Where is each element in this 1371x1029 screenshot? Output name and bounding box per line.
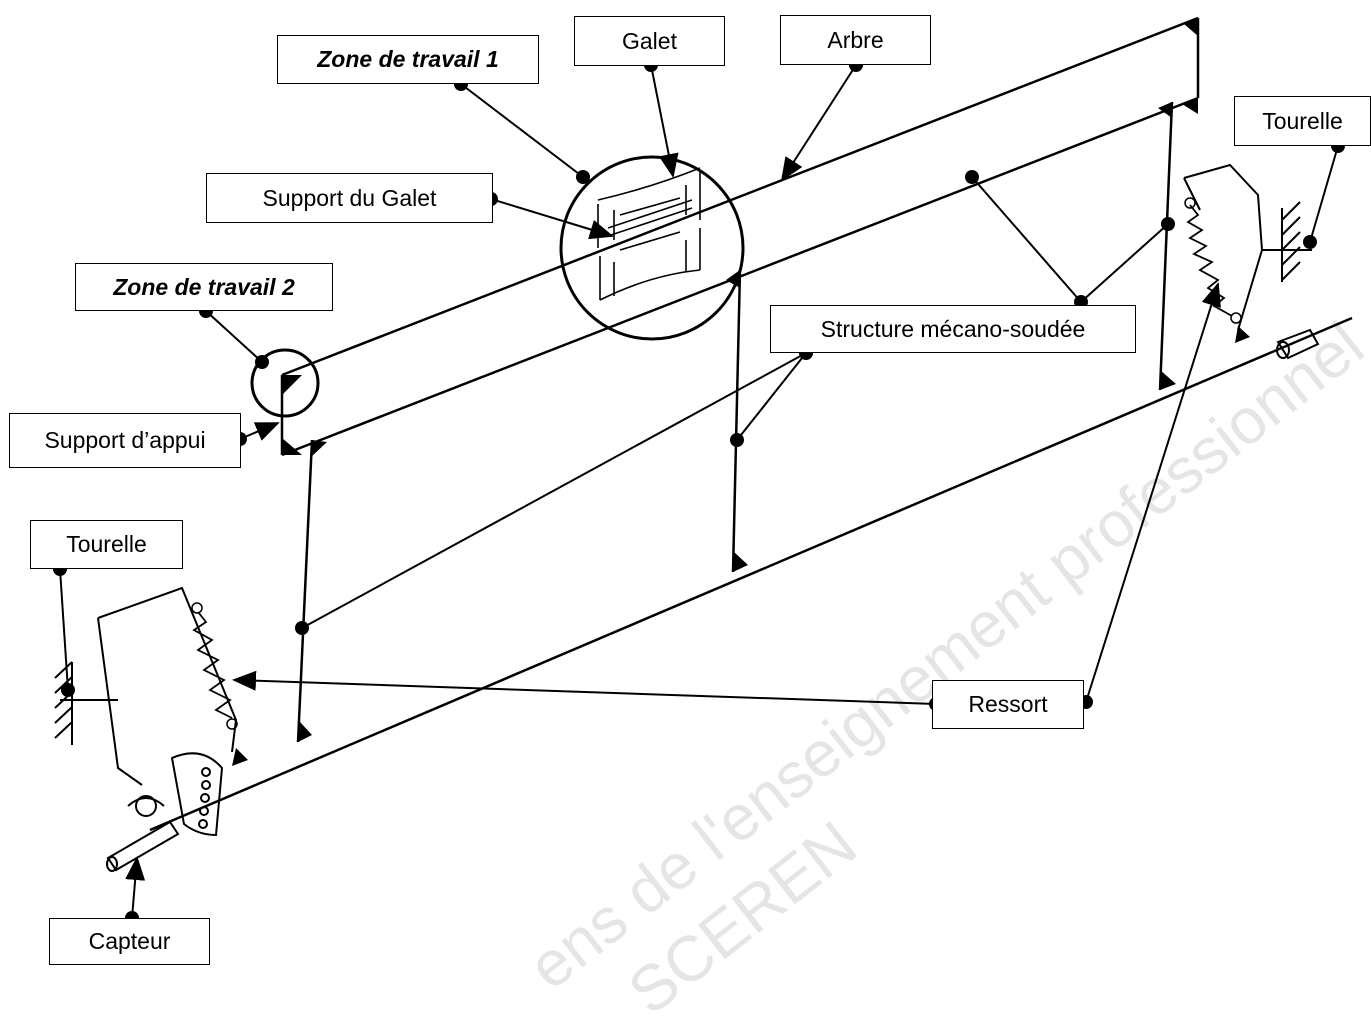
left-tourelle: [54, 586, 238, 872]
galet-detail: [597, 167, 701, 301]
label-arbre: Arbre: [780, 15, 931, 65]
zone2-circle: [250, 348, 320, 418]
main-beam: [149, 16, 1353, 832]
right-tourelle: [1183, 163, 1320, 360]
right-spring-eye-bottom: [1230, 312, 1242, 324]
label-zone-de-travail-2: Zone de travail 2: [75, 263, 333, 311]
right-spring: [1186, 204, 1233, 317]
label-support-d-appui: Support d’appui: [9, 413, 241, 468]
label-capteur: Capteur: [49, 918, 210, 965]
leader-lines: [59, 64, 1339, 919]
weld-gussets: [232, 18, 1250, 766]
right-spring-eye-top: [1184, 197, 1196, 209]
label-zone-de-travail-1: Zone de travail 1: [277, 35, 539, 84]
label-ressort: Ressort: [932, 680, 1084, 729]
label-galet: Galet: [574, 16, 725, 66]
label-tourelle-right: Tourelle: [1234, 96, 1371, 146]
left-spring-eye-top: [191, 602, 203, 614]
zone1-circle: [559, 155, 745, 341]
label-structure-mecano-soudee: Structure mécano-soudée: [770, 305, 1136, 353]
label-support-du-galet: Support du Galet: [206, 173, 493, 223]
left-spring: [192, 611, 233, 719]
left-spring-eye-bottom: [226, 718, 238, 730]
label-tourelle-left: Tourelle: [30, 520, 183, 569]
